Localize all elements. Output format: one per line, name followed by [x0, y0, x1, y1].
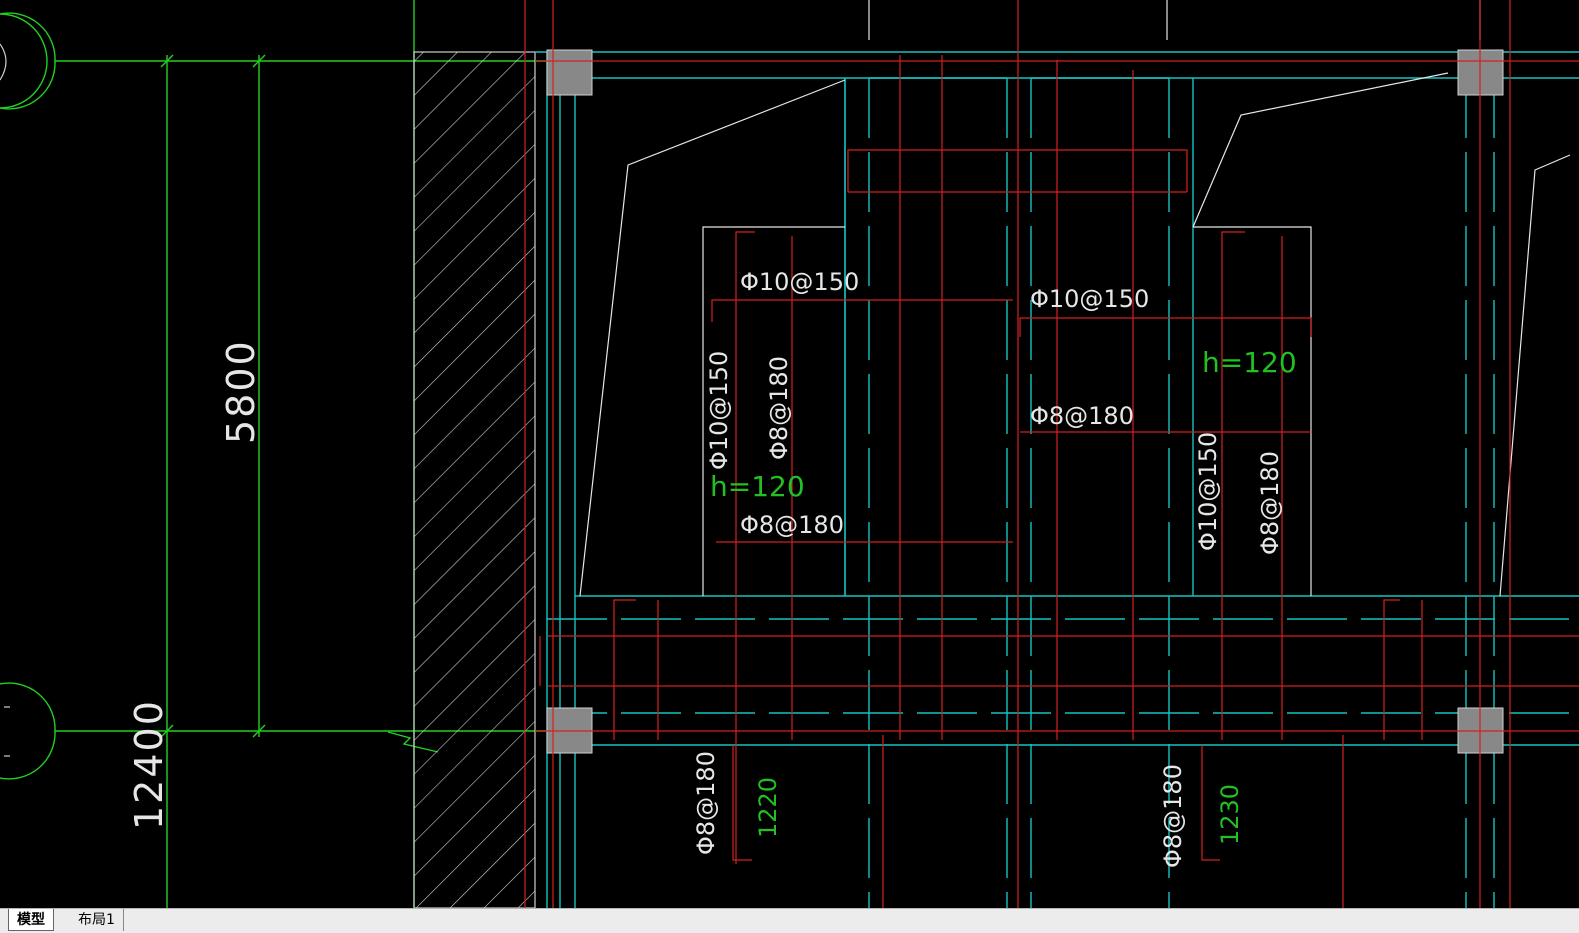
rebar-label-b: Φ10@150 — [1030, 285, 1149, 313]
rebar-label-g: Φ10@150 — [1194, 432, 1222, 551]
tab-model[interactable]: 模型 — [8, 909, 54, 931]
length-label-1: 1220 — [754, 777, 782, 838]
slab-labels: h=120 h=120 — [710, 346, 1297, 503]
slab-label-2: h=120 — [1202, 346, 1297, 379]
rebar-label-h: Φ8@180 — [1256, 451, 1284, 555]
hatched-wall — [413, 51, 536, 908]
rebar-label-f: Φ8@180 — [740, 511, 844, 539]
cad-drawing-canvas[interactable]: 5800 12400 Φ10@150 Φ10@150 Φ10@150 Φ8@18… — [0, 0, 1579, 908]
rebar-label-e: Φ8@180 — [1030, 402, 1134, 430]
dimension-12400: 12400 — [127, 699, 171, 830]
dimension-5800: 5800 — [219, 339, 263, 444]
rebar-label-a: Φ10@150 — [740, 268, 859, 296]
rebar-label-i: Φ8@180 — [692, 751, 720, 855]
column-tl — [546, 49, 593, 96]
beam-outlines — [535, 51, 1579, 908]
slab-outlines — [579, 0, 1571, 597]
rebar-label-c: Φ10@150 — [705, 351, 733, 470]
rebar-lines — [524, 0, 1579, 908]
rebar-label-j: Φ8@180 — [1159, 764, 1187, 868]
columns — [546, 49, 1504, 754]
rebar-labels: Φ10@150 Φ10@150 Φ10@150 Φ8@180 Φ8@180 Φ8… — [692, 268, 1284, 868]
slab-label-1: h=120 — [710, 470, 805, 503]
axis-bubble-bottom — [0, 682, 56, 780]
tab-layout1[interactable]: 布局1 — [70, 909, 124, 931]
length-labels: 1220 1230 — [754, 777, 1244, 845]
rebar-label-d: Φ8@180 — [765, 356, 793, 460]
axis-bubble-top — [0, 12, 56, 110]
length-label-2: 1230 — [1216, 784, 1244, 845]
layout-tab-bar: 模型 布局1 — [0, 908, 1579, 933]
